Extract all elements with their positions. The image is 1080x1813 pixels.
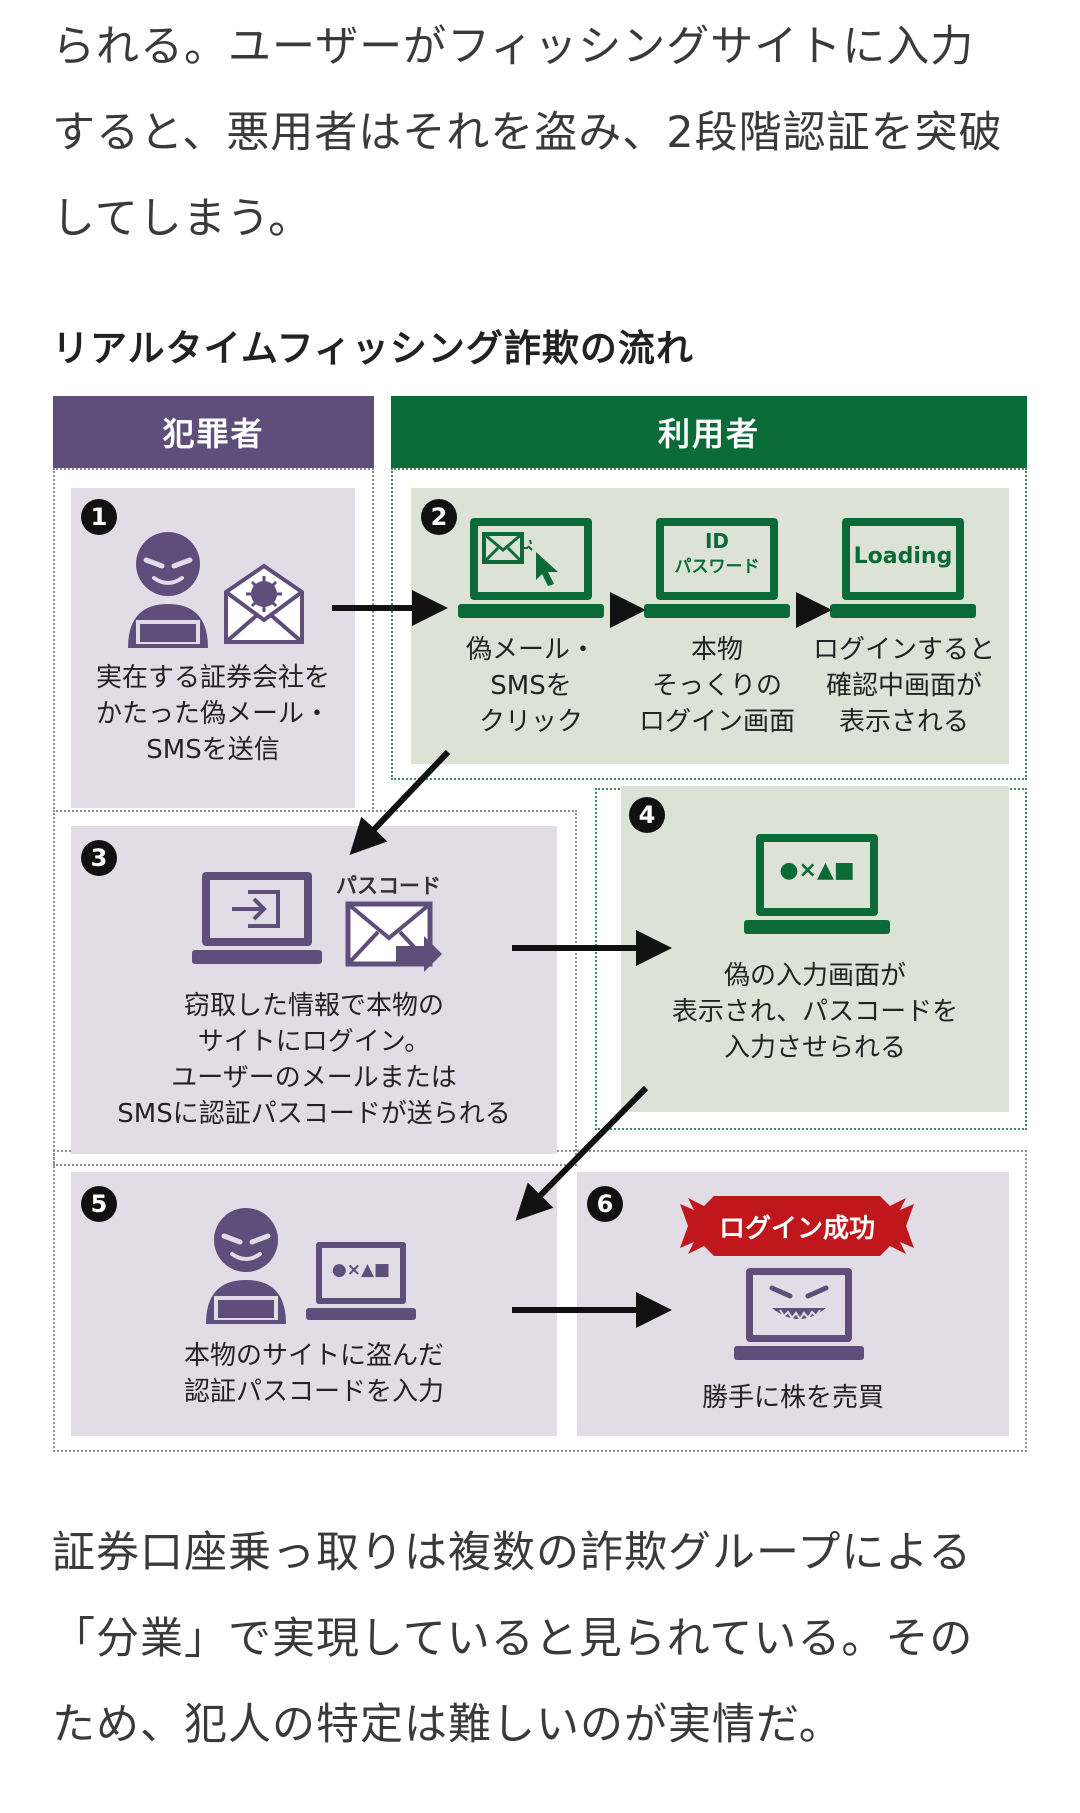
step1-caption: 実在する証券会社を かたった偽メール・ SMSを送信 xyxy=(71,660,355,768)
step6-caption: 勝手に株を売買 xyxy=(577,1380,1009,1416)
outro-line: ため、犯人の特定は難しいのが実情だ。 xyxy=(52,1700,843,1750)
step-number-1: 1 xyxy=(81,499,117,535)
caption-line: 本物のサイトに盗んだ xyxy=(183,1341,444,1371)
caption-line: SMSを xyxy=(490,671,572,701)
fake-input-screen-text: ●×▲■ xyxy=(779,858,855,883)
caption-line: 表示される xyxy=(838,707,969,737)
login-screen-password: パスワード xyxy=(674,557,760,577)
caption-line: SMSに認証パスコードが送られる xyxy=(117,1099,511,1129)
step-number-3: 3 xyxy=(81,840,117,876)
caption-line: 実在する証券会社を xyxy=(95,663,330,693)
caption-line: ログイン画面 xyxy=(638,707,795,737)
laptop-loading-icon: Loading xyxy=(830,516,976,620)
outro-paragraph: 証券口座乗っ取りは複数の詐欺グループによる 「分業」で実現していると見られている… xyxy=(52,1510,1042,1768)
passcode-tag: パスコード xyxy=(336,874,441,898)
passcode-screen-text: ●×▲■ xyxy=(331,1260,391,1280)
step3-caption: 窃取した情報で本物の サイトにログイン。 ユーザーのメールまたは SMSに認証パ… xyxy=(71,988,557,1132)
login-success-banner: ログイン成功 xyxy=(680,1196,914,1256)
user-column-outline xyxy=(391,468,1027,780)
caption-line: 認証パスコードを入力 xyxy=(183,1377,444,1407)
outro-line: 「分業」で実現していると見られている。その xyxy=(52,1614,974,1664)
caption-line: そっくりの xyxy=(651,671,782,701)
hacker-icon xyxy=(128,532,208,648)
caption-line: 確認中画面が xyxy=(825,671,982,701)
step3-panel xyxy=(71,826,557,1154)
laptop-passcode-icon: ●×▲■ xyxy=(306,1240,416,1322)
step2-caption-1: 偽メール・ SMSを クリック xyxy=(436,632,626,740)
caption-line: 表示され、パスコードを xyxy=(671,997,959,1027)
login-screen-id: ID xyxy=(704,529,730,553)
caption-line: SMSを送信 xyxy=(146,735,280,765)
hacker-icon xyxy=(206,1208,286,1324)
outro-line: 証券口座乗っ取りは複数の詐欺グループによる xyxy=(52,1528,973,1578)
caption-line: 入力させられる xyxy=(723,1033,906,1063)
laptop-evil-face-icon xyxy=(734,1268,864,1360)
step4-caption: 偽の入力画面が 表示され、パスコードを 入力させられる xyxy=(621,958,1009,1066)
loading-screen-text: Loading xyxy=(853,544,953,569)
envelope-send-icon xyxy=(345,901,442,972)
caption-line: ログインすると xyxy=(812,635,995,665)
caption-line: 窃取した情報で本物の xyxy=(183,991,444,1021)
caption-line: ユーザーのメールまたは xyxy=(171,1063,457,1093)
laptop-login-icon: ID パスワード xyxy=(644,516,790,620)
caption-line: 偽の入力画面が xyxy=(723,961,906,991)
caption-line: 勝手に株を売買 xyxy=(701,1383,884,1413)
step1-panel xyxy=(71,488,355,808)
step2-caption-3: ログインすると 確認中画面が 表示される xyxy=(806,632,1002,740)
laptop-fake-input-icon: ●×▲■ xyxy=(744,832,890,936)
envelope-virus-icon xyxy=(224,563,304,644)
login-success-text: ログイン成功 xyxy=(718,1214,875,1244)
caption-line: クリック xyxy=(478,707,583,737)
step-number-2: 2 xyxy=(421,499,457,535)
caption-line: かたった偽メール・ xyxy=(95,699,330,729)
diagram-title: リアルタイムフィッシング詐欺の流れ xyxy=(52,327,694,370)
step5-panel xyxy=(71,1172,557,1436)
laptop-mail-icon xyxy=(458,518,604,618)
caption-line: サイトにログイン。 xyxy=(197,1027,431,1057)
step-number-6: 6 xyxy=(587,1186,623,1222)
caption-line: 本物 xyxy=(690,635,743,665)
step2-caption-2: 本物 そっくりの ログイン画面 xyxy=(624,632,810,740)
caption-line: 偽メール・ xyxy=(465,635,596,665)
laptop-login-arrow-icon xyxy=(192,872,322,964)
step3-outline xyxy=(53,810,577,1166)
intro-line: してしまう。 xyxy=(52,194,313,244)
header-user: 利用者 xyxy=(391,396,1027,468)
step-number-5: 5 xyxy=(81,1186,117,1222)
intro-line: すると、悪用者はそれを盗み、2段階認証を突破 xyxy=(52,108,1003,158)
step-number-4: 4 xyxy=(629,797,665,833)
header-criminal: 犯罪者 xyxy=(53,396,374,468)
step5-caption: 本物のサイトに盗んだ 認証パスコードを入力 xyxy=(71,1338,557,1410)
intro-line: られる。ユーザーがフィッシングサイトに入力 xyxy=(52,22,975,72)
intro-paragraph: られる。ユーザーがフィッシングサイトに入力 すると、悪用者はそれを盗み、2段階認… xyxy=(52,4,1042,262)
